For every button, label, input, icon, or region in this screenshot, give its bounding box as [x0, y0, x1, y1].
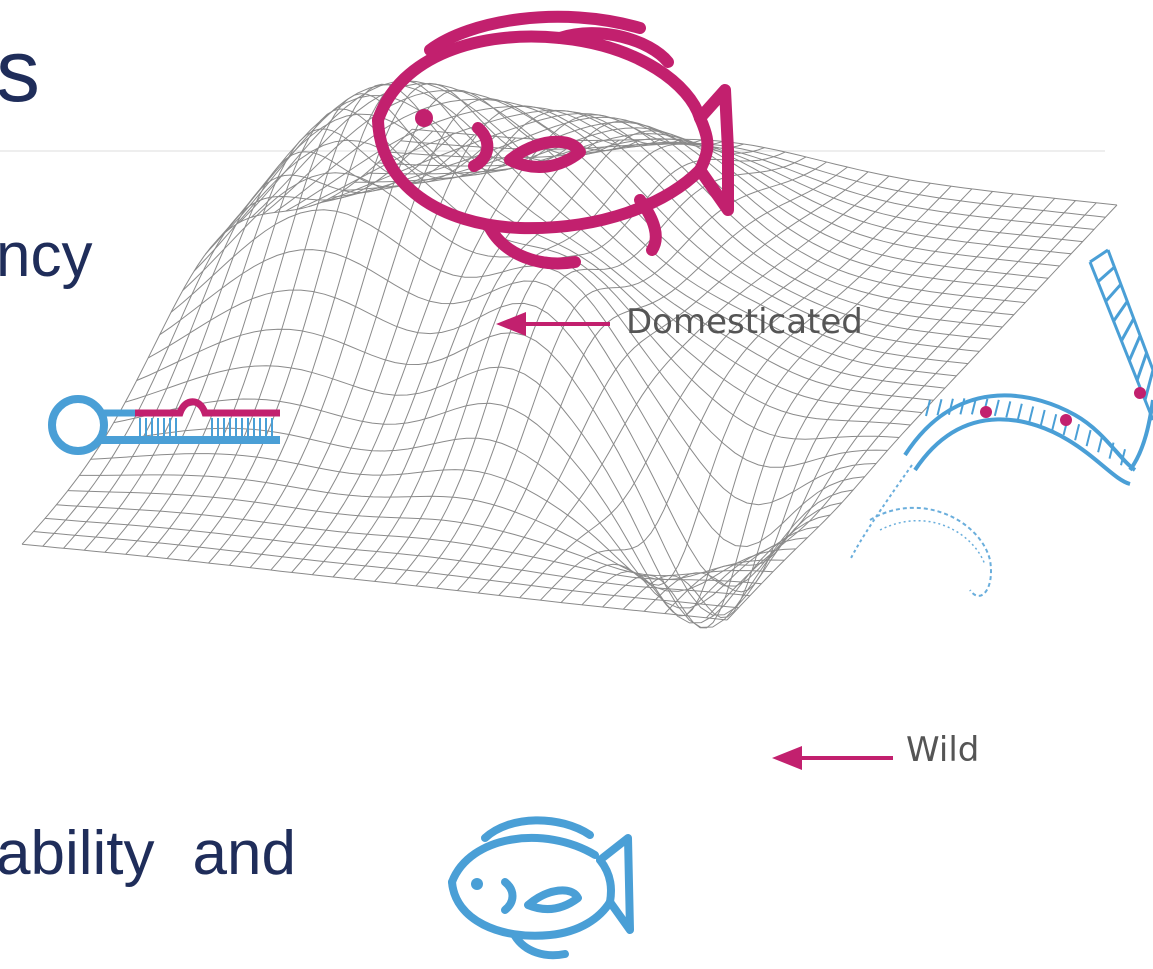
hairpin-rna-icon	[52, 399, 280, 451]
dna-helix-icon	[850, 250, 1153, 596]
domesticated-label: Domesticated	[626, 302, 863, 342]
wild-label: Wild	[906, 730, 979, 770]
fish-icon-wild	[452, 820, 630, 955]
wild-arrow	[772, 746, 893, 770]
